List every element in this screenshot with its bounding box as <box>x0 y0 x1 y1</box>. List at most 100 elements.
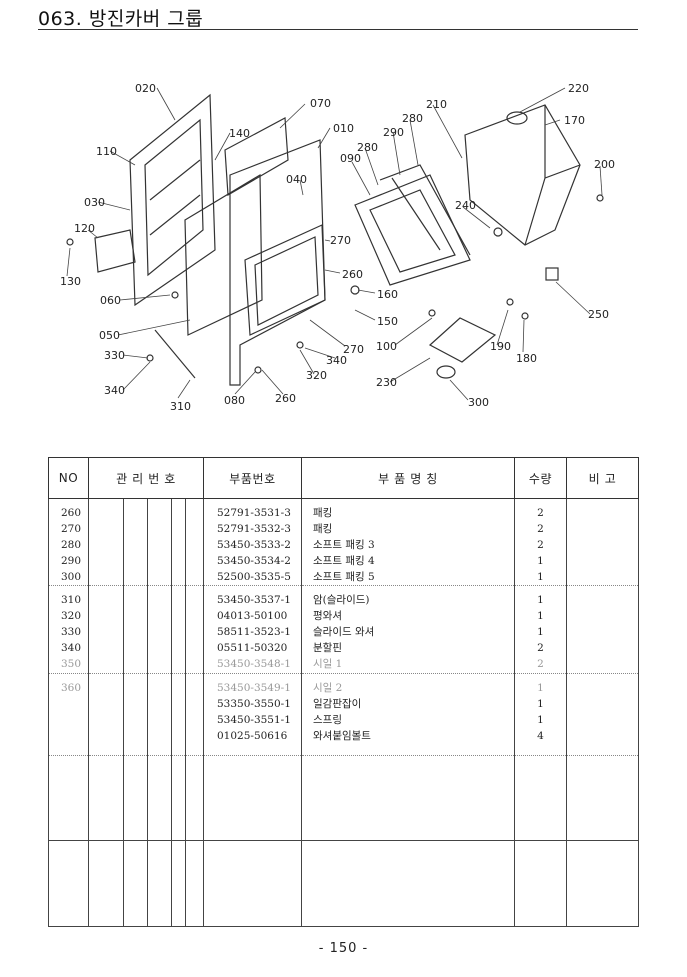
col-name <box>301 755 515 841</box>
callout-label: 330 <box>104 349 125 362</box>
cell-part_no: 53450-3551-1 <box>217 713 291 726</box>
row-group <box>48 840 639 928</box>
cell-part_no: 04013-50100 <box>217 610 288 623</box>
callout-label: 290 <box>383 126 404 139</box>
cell-part_no: 53450-3548-1 <box>217 658 291 671</box>
callout-label: 320 <box>306 369 327 382</box>
cell-part_no: 53350-3550-1 <box>217 697 291 710</box>
col-header-mgmt: 관 리 번 호 <box>88 457 204 499</box>
exploded-parts-diagram: 020 070 140 110 010 040 030 120 130 060 … <box>60 82 615 413</box>
col-part-no: 53450-3537-1 04013-50100 58511-3523-1 05511… <box>203 585 302 674</box>
col-part-no: 52791-3531-3 52791-3532-3 53450-3533-2 5345… <box>203 498 302 587</box>
callout-label: 130 <box>60 275 81 288</box>
cell-name: 패킹 <box>313 523 333 535</box>
mgmt-cell <box>171 840 186 928</box>
mgmt-cell <box>185 840 204 928</box>
cell-no: 340 <box>61 642 82 655</box>
callout-label: 310 <box>170 400 191 413</box>
cell-no: 300 <box>61 571 82 583</box>
mgmt-cell <box>147 755 172 841</box>
mgmt-cell <box>147 498 172 587</box>
cell-name: 소프트 패킹 3 <box>313 539 375 551</box>
cell-part_no: 58511-3523-1 <box>217 626 291 639</box>
cell-name: 암(슬라이드) <box>313 594 370 607</box>
mgmt-cell <box>171 755 186 841</box>
mgmt-cell <box>88 755 124 841</box>
callout-label: 030 <box>84 196 105 209</box>
callout-label: 160 <box>377 288 398 301</box>
cell-part_no: 53450-3534-2 <box>217 555 291 567</box>
cell-qty: 2 <box>537 507 544 519</box>
mgmt-cell <box>185 673 204 757</box>
callout-label: 020 <box>135 82 156 95</box>
cell-part_no: 05511-50320 <box>217 642 288 655</box>
callout-label: 220 <box>568 82 589 95</box>
col-name <box>301 840 515 928</box>
callout-label: 170 <box>564 114 585 127</box>
cell-qty: 4 <box>537 729 544 742</box>
mgmt-cell <box>147 840 172 928</box>
cell-no: 290 <box>61 555 82 567</box>
cell-qty: 1 <box>537 681 544 694</box>
tank-cover-170 <box>464 104 581 246</box>
mgmt-cell <box>88 498 124 587</box>
callout-label: 100 <box>376 340 397 353</box>
cell-qty: 2 <box>537 642 544 655</box>
callout-label: 040 <box>286 173 307 186</box>
cell-name: 슬라이드 와셔 <box>313 626 375 639</box>
col-no <box>48 755 89 841</box>
callout-label: 280 <box>402 112 423 125</box>
col-remark <box>566 585 639 674</box>
cell-part_no: 52791-3532-3 <box>217 523 291 535</box>
seal-300 <box>436 365 456 379</box>
col-remark <box>566 498 639 587</box>
cell-qty: 1 <box>537 697 544 710</box>
col-qty <box>514 755 567 841</box>
callout-label: 180 <box>516 352 537 365</box>
cell-name: 평와셔 <box>313 610 342 623</box>
col-header-remark: 비 고 <box>566 457 639 499</box>
callout-label: 340 <box>104 384 125 397</box>
col-qty <box>514 840 567 928</box>
cell-name: 스프링 <box>313 713 342 726</box>
callout-label: 060 <box>100 294 121 307</box>
cell-name: 소프트 패킹 4 <box>313 555 375 567</box>
callout-label: 110 <box>96 145 117 158</box>
cell-part_no: 53450-3537-1 <box>217 594 291 607</box>
callout-label: 240 <box>455 199 476 212</box>
cell-name: 일감판잡이 <box>313 697 362 710</box>
mgmt-cell <box>185 755 204 841</box>
callout-label: 270 <box>343 343 364 356</box>
cell-part_no: 01025-50616 <box>217 729 288 742</box>
panel-050 <box>184 173 263 336</box>
mgmt-cell <box>185 585 204 674</box>
cell-part_no: 53450-3533-2 <box>217 539 291 551</box>
mgmt-cell <box>123 673 148 757</box>
cell-qty: 1 <box>537 713 544 726</box>
mgmt-cell <box>123 498 148 587</box>
callout-label: 280 <box>357 141 378 154</box>
cell-name: 소프트 패킹 5 <box>313 571 375 583</box>
callout-label: 150 <box>377 315 398 328</box>
callout-labels: 020 070 140 110 010 040 030 120 130 060 … <box>60 82 615 413</box>
col-remark <box>566 755 639 841</box>
door-panel-010 <box>229 139 326 386</box>
cell-qty: 2 <box>537 523 544 535</box>
cell-qty: 2 <box>537 539 544 551</box>
cell-part_no: 52791-3531-3 <box>217 507 291 519</box>
callout-label: 050 <box>99 329 120 342</box>
mgmt-cell <box>123 585 148 674</box>
cell-name: 시일 1 <box>313 658 343 671</box>
cell-name: 와셔붙임볼트 <box>313 729 371 742</box>
col-remark <box>566 840 639 928</box>
callout-label: 260 <box>275 392 296 405</box>
cell-no: 360 <box>61 681 82 694</box>
mgmt-cell <box>88 585 124 674</box>
mgmt-cell <box>171 673 186 757</box>
cell-no: 260 <box>61 507 82 519</box>
cell-no: 320 <box>61 610 82 623</box>
